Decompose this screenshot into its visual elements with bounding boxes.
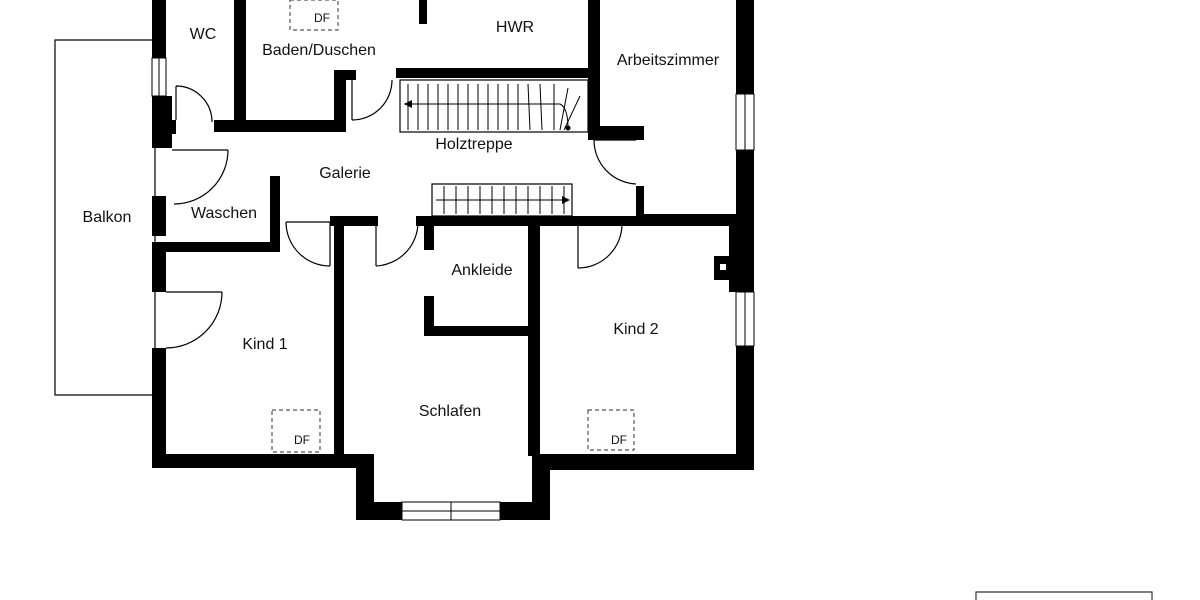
chimney-icon <box>714 256 736 280</box>
staircase-upper <box>399 79 589 133</box>
room-label-kind2: Kind 2 <box>613 321 658 338</box>
skylight-kind1-label: DF <box>294 433 310 447</box>
room-label-waschen: Waschen <box>191 205 257 222</box>
skylight-kind1 <box>271 409 321 453</box>
room-label-balkon: Balkon <box>83 209 132 226</box>
room-label-arbeitszimmer: Arbeitszimmer <box>617 52 720 69</box>
skylight-baden-label: DF <box>314 11 330 25</box>
skylight-kind2 <box>587 409 635 451</box>
room-label-ankleide: Ankleide <box>451 262 512 279</box>
room-label-kind1: Kind 1 <box>242 336 287 353</box>
room-label-baden: Baden/Duschen <box>262 42 376 59</box>
doors <box>165 79 637 349</box>
walls <box>152 0 754 520</box>
room-label-holztreppe: Holztreppe <box>435 136 512 153</box>
corner-box <box>975 591 1153 600</box>
skylight-kind2-label: DF <box>611 433 627 447</box>
room-label-schlafen: Schlafen <box>419 403 481 420</box>
staircase-lower <box>431 183 573 217</box>
skylight-baden <box>289 0 339 31</box>
room-label-wc: WC <box>190 26 217 43</box>
room-label-hwr: HWR <box>496 19 534 36</box>
room-label-galerie: Galerie <box>319 165 371 182</box>
windows <box>151 57 755 521</box>
